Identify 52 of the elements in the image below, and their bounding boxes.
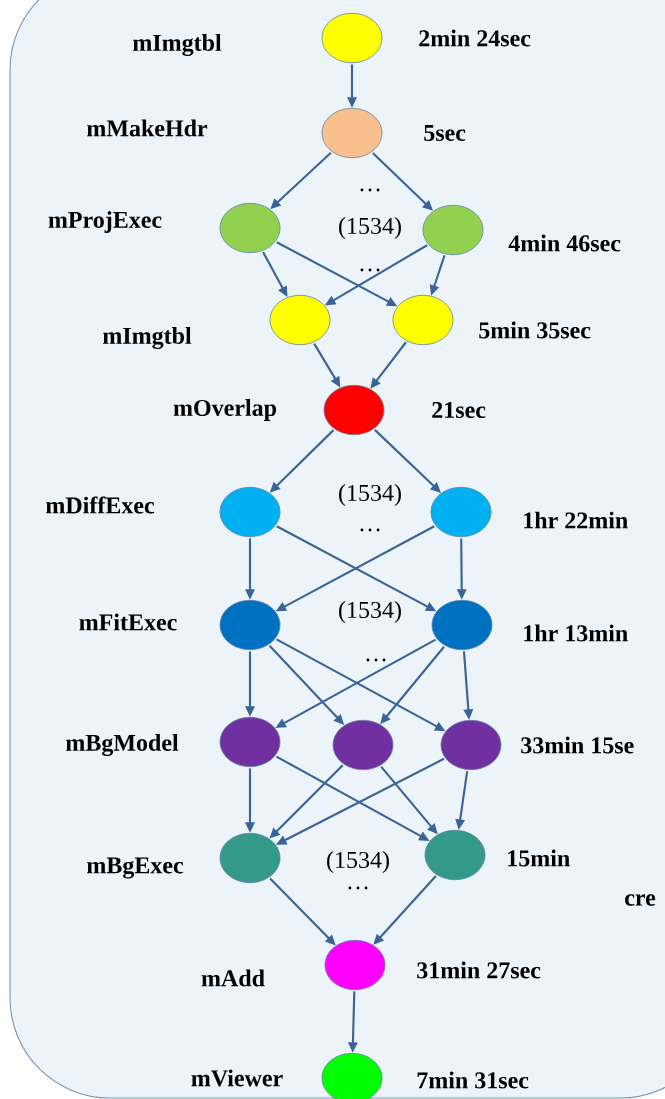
partial-text: cre	[625, 894, 656, 906]
ellipsis: …	[360, 188, 380, 192]
workflow-node	[422, 204, 484, 256]
step-name: mBgModel	[66, 734, 179, 756]
count-label: (1534)	[327, 851, 389, 873]
step-name: mViewer	[191, 1069, 283, 1087]
step-name: mBgExec	[87, 857, 184, 879]
workflow-node	[392, 294, 454, 346]
workflow-node	[440, 719, 502, 771]
runtime-label: 33min 15se	[521, 736, 634, 754]
runtime-label: 5sec	[424, 125, 466, 141]
runtime-label: 2min 24sec	[419, 29, 531, 47]
workflow-node	[269, 294, 331, 346]
ellipsis: …	[360, 528, 380, 532]
workflow-node	[219, 832, 281, 884]
workflow-node	[321, 12, 383, 64]
step-name: mImgtbl	[133, 34, 222, 56]
workflow-node	[219, 486, 281, 538]
workflow-node	[332, 719, 394, 771]
runtime-label: 15min	[508, 849, 570, 867]
runtime-label: 21sec	[432, 401, 486, 419]
count-label: (1534)	[339, 601, 401, 623]
runtime-label: 1hr 13min	[524, 624, 628, 642]
count-label: (1534)	[339, 484, 401, 506]
workflow-node	[219, 599, 281, 651]
arrow	[373, 875, 437, 945]
ellipsis: …	[360, 268, 380, 272]
workflow-node	[219, 716, 281, 768]
workflow-node	[219, 202, 281, 254]
step-name: mImgtbl	[103, 327, 192, 349]
runtime-label: 4min 46sec	[508, 234, 621, 252]
workflow-node	[323, 384, 385, 436]
workflow-node	[321, 107, 383, 159]
arrow	[374, 429, 441, 493]
step-name: mFitExec	[79, 613, 177, 631]
ellipsis: …	[366, 658, 386, 662]
step-name: mOverlap	[173, 399, 277, 421]
workflow-node	[430, 486, 492, 538]
count-label: (1534)	[339, 217, 401, 239]
step-name: mDiffExec	[46, 496, 155, 514]
step-name: mProjExec	[48, 211, 162, 233]
workflow-node	[321, 1052, 383, 1099]
step-name: mMakeHdr	[87, 119, 208, 137]
runtime-label: 31min 27sec	[417, 961, 541, 979]
step-name: mAdd	[201, 969, 265, 987]
workflow-node	[324, 939, 386, 991]
ellipsis: …	[348, 886, 368, 890]
runtime-label: 5min 35sec	[479, 321, 591, 339]
workflow-node	[431, 599, 493, 651]
runtime-label: 7min 31sec	[417, 1071, 529, 1089]
runtime-label: 1hr 22min	[524, 511, 628, 529]
workflow-node	[424, 829, 486, 881]
